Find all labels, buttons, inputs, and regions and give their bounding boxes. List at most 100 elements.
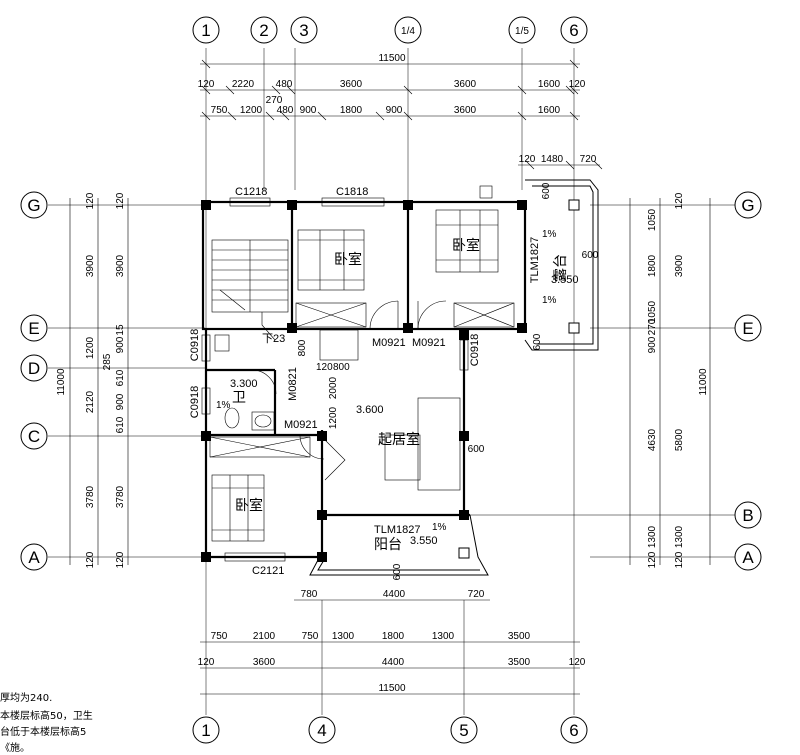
top-dim: 1600 — [538, 105, 561, 116]
horizontal-axis-lines — [48, 204, 735, 558]
bottom-dim: 4400 — [382, 657, 405, 668]
note-line: 台低于本楼层标高5 — [0, 727, 87, 738]
svg-text:800: 800 — [297, 339, 308, 356]
note-line: 《施。 — [0, 743, 30, 754]
grid-bubbles-bottom: 1 4 5 6 — [192, 716, 588, 744]
bottom-dim: 3500 — [508, 631, 531, 642]
walls — [201, 179, 599, 576]
bedroom-top-left: 卧室 — [295, 229, 367, 328]
balcony-labels: TLM1827 阳台 3.550 1% — [374, 522, 447, 553]
slope-label: 1% — [432, 522, 447, 533]
bottom-dim: 750 — [302, 631, 319, 642]
room-label: 露台 — [553, 254, 569, 282]
grid-bubble: G — [741, 196, 754, 215]
left-inner-dim: 610 — [115, 369, 126, 386]
grid-bubble: E — [742, 319, 753, 338]
top-dim: 3600 — [340, 79, 363, 90]
left-mid-edge: 120 — [85, 192, 96, 209]
grid-bubble: C — [28, 427, 40, 446]
terrace-tlm: TLM1827 — [529, 237, 541, 283]
left-inner-dim: 610 — [115, 416, 126, 433]
room-label: 卧室 — [334, 251, 362, 268]
top-dim: 900 — [300, 105, 317, 116]
left-inner-dim: 900 — [115, 336, 126, 353]
balcony-dim: 780 — [301, 589, 318, 600]
right-inner-dim: 1300 — [674, 525, 685, 548]
top-dim-extra: 270 — [266, 95, 283, 106]
terrace-dimensions: 120 1480 720 600 600 600 — [518, 154, 603, 350]
top-dim: 480 — [277, 105, 294, 116]
left-total-dim: 11000 — [56, 368, 67, 396]
terrace-elevation: 3.550 — [551, 274, 579, 286]
grid-bubbles-left: G E D C A — [20, 191, 48, 571]
bottom-dim: 750 — [211, 631, 228, 642]
top-dim: 1800 — [340, 105, 363, 116]
bottom-dim: 120 — [569, 657, 586, 668]
left-inner-dim: 3900 — [115, 254, 126, 277]
right-dim: 120 — [674, 551, 685, 568]
room-label: 卫 — [232, 390, 246, 406]
right-inner-dim: 120 — [647, 551, 658, 568]
grid-bubble: 1/5 — [515, 26, 529, 37]
left-inner-extra: 15 — [115, 324, 126, 336]
door-label: M0821 — [287, 367, 299, 401]
left-dim: 3900 — [85, 254, 96, 277]
right-inner-dim: 1800 — [647, 254, 658, 277]
terrace-dim: 720 — [580, 154, 597, 165]
terrace-dim: 1480 — [541, 154, 564, 165]
terrace-dim: 120 — [519, 154, 536, 165]
stair: 下23 — [211, 239, 289, 345]
window-label: C1818 — [336, 186, 368, 198]
right-dim: 120 — [674, 192, 685, 209]
bottom-dim: 120 — [198, 657, 215, 668]
svg-text:1200: 1200 — [328, 406, 339, 429]
room-label: 卧室 — [235, 497, 263, 514]
window-label: C2121 — [252, 565, 284, 577]
columns — [201, 199, 580, 562]
top-dim: 480 — [276, 79, 293, 90]
top-dim: 3600 — [454, 79, 477, 90]
left-inner-dim: 285 — [102, 353, 113, 370]
bedroom-top-right: 卧室 — [435, 185, 515, 328]
balcony-dim: 720 — [468, 589, 485, 600]
bottom-dim: 1800 — [382, 631, 405, 642]
grid-bubble: 5 — [459, 721, 468, 740]
top-dim: 2220 — [232, 79, 255, 90]
room-label: 起居室 — [378, 431, 420, 448]
top-dimensions: 11500 120 2220 480 3600 3600 1600 120 27… — [198, 53, 586, 121]
slope-label: 1% — [542, 295, 557, 306]
bottom-dim: 2100 — [253, 631, 276, 642]
right-inner-dim: 1300 — [647, 525, 658, 548]
grid-bubble: G — [27, 196, 40, 215]
grid-bubble: 6 — [569, 21, 578, 40]
balcony-dim: 4400 — [383, 589, 406, 600]
grid-bubbles-right: G E B A — [734, 191, 762, 571]
bath-elevation: 3.300 — [230, 378, 258, 390]
door-label: M0921 — [284, 419, 318, 431]
svg-text:120: 120 — [316, 362, 333, 373]
bottom-dim: 3500 — [508, 657, 531, 668]
balcony-tlm: TLM1827 — [374, 524, 420, 536]
terrace-labels: TLM1827 露台 3.550 1% 1% — [529, 229, 579, 306]
living-elevation: 3.600 — [356, 404, 384, 416]
left-mid-edge: 120 — [85, 551, 96, 568]
left-inner-dim: 900 — [115, 393, 126, 410]
stair-label: 下23 — [262, 333, 285, 345]
grid-bubble: E — [28, 319, 39, 338]
grid-bubble: 2 — [259, 21, 268, 40]
grid-bubble: A — [742, 548, 754, 567]
top-dim: 120 — [198, 79, 215, 90]
vertical-axis-lines — [205, 48, 575, 715]
top-dim: 3600 — [454, 105, 477, 116]
left-dim: 1200 — [85, 336, 96, 359]
doors: M0921 M0921 M0821 M0921 — [251, 300, 447, 481]
window-label: C0918 — [469, 334, 481, 366]
note-line: 本楼层标高50，卫生 — [0, 711, 93, 722]
right-dim: 5800 — [674, 428, 685, 451]
bottom-dim: 1300 — [432, 631, 455, 642]
slope-label: 1% — [542, 229, 557, 240]
right-inner-dim: 1050 — [647, 208, 658, 231]
right-inner-dim: 270 — [647, 318, 658, 335]
svg-text:2000: 2000 — [328, 376, 339, 399]
